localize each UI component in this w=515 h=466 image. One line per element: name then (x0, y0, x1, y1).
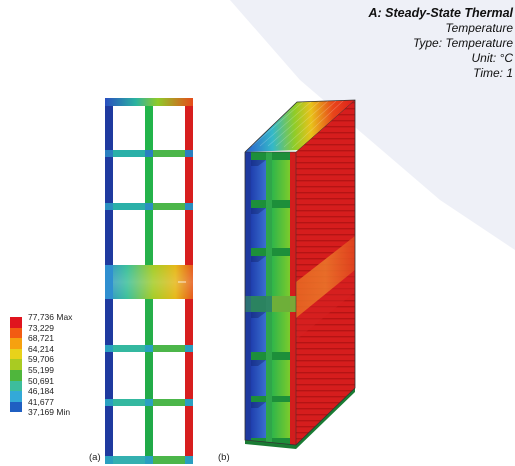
panel-a-label: (a) (89, 452, 101, 463)
result-time: Time: 1 (473, 66, 513, 80)
legend-label: 41,677 (28, 396, 54, 407)
legend-label: 37,169 Min (28, 407, 71, 418)
legend-label: 59,706 (28, 354, 54, 365)
panel-a-section (105, 98, 193, 464)
analysis-title: A: Steady-State Thermal (368, 6, 513, 20)
legend-label: 50,691 (28, 375, 54, 386)
legend-swatch (10, 317, 22, 328)
legend-swatch (10, 327, 22, 339)
legend-label: 68,721 (28, 333, 54, 344)
legend-label: 64,214 (28, 343, 54, 354)
panel-b-label: (b) (218, 452, 230, 463)
legend-swatch (10, 380, 22, 392)
legend-swatch (10, 369, 22, 381)
result-type: Type: Temperature (412, 36, 513, 50)
legend-label: 55,199 (28, 364, 54, 375)
result-title-block: A: Steady-State Thermal Temperature Type… (283, 6, 513, 81)
legend-swatch (10, 359, 22, 370)
panel-b-3d-block (244, 99, 356, 449)
result-unit: Unit: °C (471, 51, 513, 65)
legend-label: 73,229 (28, 322, 54, 333)
legend-swatch (10, 391, 22, 402)
legend-swatch (10, 348, 22, 360)
result-quantity: Temperature (445, 21, 513, 35)
legend-label: 77,736 Max (28, 312, 73, 322)
legend-swatch (10, 401, 22, 413)
legend-label: 46,184 (28, 386, 54, 397)
legend-swatch (10, 338, 22, 349)
